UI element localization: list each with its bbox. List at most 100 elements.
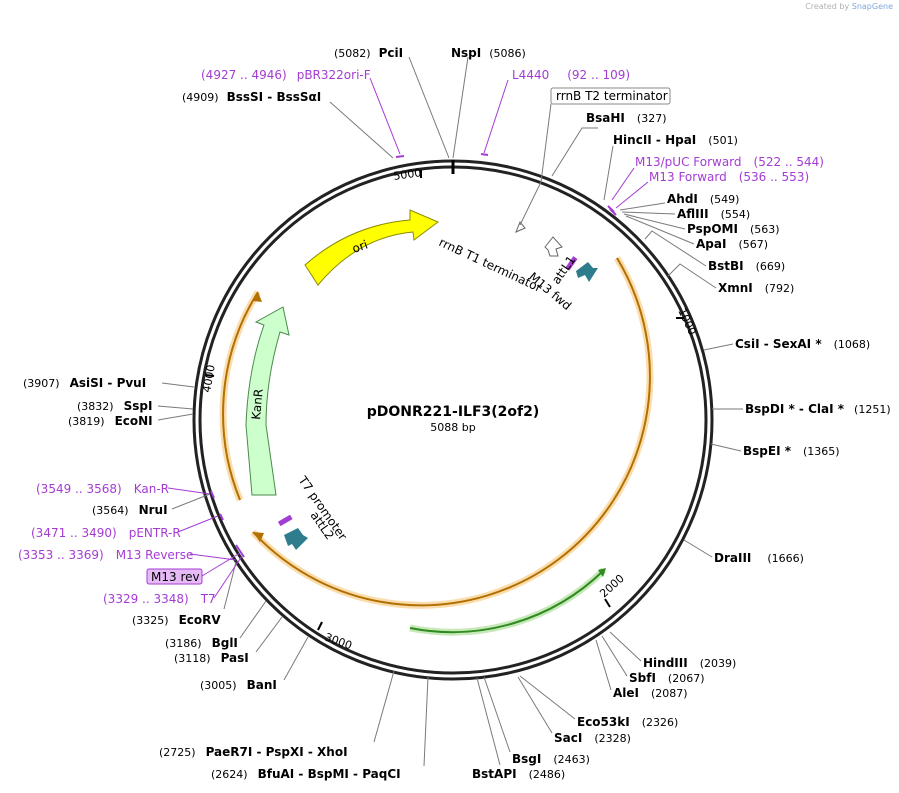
- l4440-primer-mark: [480, 153, 489, 156]
- t7-primer-mark: [239, 550, 245, 558]
- enzyme-bfuai: (2624)BfuAI - BspMI - PaqCI: [211, 767, 401, 781]
- rrnb-t1-label: rrnB T1 terminator: [437, 235, 544, 295]
- enzyme-pcii: (5082)PciI: [334, 46, 403, 60]
- enzyme-bsgi: BsgI(2463): [512, 752, 590, 766]
- ahdi-line: [619, 202, 666, 211]
- primer-kanr: (3549 .. 3568)Kan-R: [36, 482, 169, 496]
- enzyme-nspi: NspI(5086): [451, 46, 526, 60]
- m13forward-line: [615, 181, 649, 209]
- xmni-line: [667, 263, 717, 289]
- credit-prefix: Created by: [805, 2, 850, 11]
- enzyme-eco53ki: Eco53kI(2326): [577, 715, 678, 729]
- enzyme-hincii: HincII - HpaI(501): [613, 133, 738, 147]
- bstapi-line: [476, 677, 501, 766]
- m13-rev-box: [146, 568, 203, 585]
- enzyme-alei: AleI(2087): [613, 686, 688, 700]
- bfuai-line: [423, 676, 429, 767]
- primer-t7: (3329 .. 3348)T7: [103, 592, 216, 606]
- primer-m13puc: M13/pUC Forward(522 .. 544): [635, 155, 824, 169]
- hindiii-line: [609, 631, 642, 662]
- enzyme-asisi: (3907)AsiSI - PvuI: [23, 376, 146, 390]
- enzyme-sspi: (3832)SspI: [77, 399, 152, 413]
- rrnb-t2-label: rrnB T2 terminator: [556, 89, 668, 103]
- pcii-line: [408, 56, 450, 159]
- eco53ki-line: [519, 675, 576, 720]
- enzyme-draiii: DraIII(1666): [714, 551, 804, 565]
- bspei-line: [710, 443, 742, 452]
- enzyme-bsahi: BsaHI(327): [586, 111, 667, 125]
- primer-pbr322: (4927 .. 4946)pBR322ori-F: [201, 68, 371, 82]
- econi-line: [157, 413, 194, 421]
- bsahi-line: [551, 127, 598, 177]
- tick-1000: 1000: [675, 306, 699, 337]
- tick-4000: 4000: [200, 364, 218, 394]
- attl1-feature: [576, 262, 598, 282]
- enzyme-econi: (3819)EcoNI: [68, 414, 153, 428]
- insert-left-arrowhead: [253, 292, 262, 302]
- attl1-label: attL1: [549, 253, 578, 287]
- enzyme-bstapi: BstAPI(2486): [472, 767, 565, 781]
- ecorv-line: [223, 561, 237, 610]
- enzyme-paer7i: (2725)PaeR7I - PspXI - XhoI: [159, 745, 348, 759]
- t7-promoter-feature: [277, 514, 293, 527]
- enzyme-bssi: (4909)BssSI - BssSαI: [182, 90, 321, 104]
- bani-line: [283, 636, 309, 681]
- pentr-r-primer-mark: [219, 513, 224, 521]
- pasi-line: [255, 616, 283, 653]
- enzyme-xmni: XmnI(792): [718, 281, 794, 295]
- m13-rev-label: M13 rev: [151, 570, 200, 584]
- bssi-line: [329, 101, 394, 159]
- insert-arc-left: [222, 291, 259, 501]
- bsgi-line: [483, 676, 511, 753]
- tick-3000: 3000: [323, 631, 354, 653]
- ori-label: ori: [350, 238, 369, 256]
- insert-arc: [252, 257, 651, 607]
- enzyme-bspei: BspEI *(1365): [743, 444, 840, 458]
- pbr322-line: [369, 77, 401, 155]
- credit-brand: SnapGene: [851, 2, 893, 11]
- tick-2000-mark: [604, 598, 611, 608]
- primer-l4440: L4440(92 .. 109): [512, 68, 630, 82]
- enzyme-bspdi: BspDI * - ClaI *(1251): [745, 402, 891, 416]
- enzyme-bgli: (3186)BglI: [165, 636, 238, 650]
- sspi-line: [157, 405, 194, 410]
- kanr-label: KanR: [249, 388, 266, 420]
- draiii-line: [683, 539, 713, 558]
- m13reverse-primer-line: [189, 553, 237, 561]
- kan-r-primer-mark: [210, 490, 215, 499]
- sbfi-line: [601, 635, 628, 677]
- kanr-primer-line: [167, 487, 211, 495]
- plasmid-length: 5088 bp: [430, 421, 475, 434]
- pentr-primer-line: [177, 515, 219, 533]
- enzyme-aflii: AflIII(554): [677, 207, 750, 221]
- tick-3000-mark: [317, 621, 323, 631]
- enzyme-bstbi: BstBI(669): [708, 259, 785, 273]
- enzyme-ahdi: AhdI(549): [667, 192, 739, 206]
- paer7i-line: [373, 670, 395, 743]
- enzyme-hindiii: HindIII(2039): [643, 656, 736, 670]
- hincii-line: [603, 145, 614, 201]
- green-orf-arrowhead: [598, 568, 606, 577]
- attl2-feature: [284, 528, 308, 550]
- insert-arrowhead: [253, 532, 264, 542]
- enzyme-apai: ApaI(567): [696, 237, 768, 251]
- nspi-line: [452, 56, 469, 159]
- pbr322-primer-mark: [395, 155, 405, 158]
- green-orf-arrow: [409, 569, 605, 634]
- rrnb-t2-box: [550, 87, 671, 105]
- plasmid-name: pDONR221-ILF3(2of2): [367, 404, 540, 420]
- pspomi-line: [623, 213, 686, 230]
- enzyme-ecorv: (3325)EcoRV: [132, 613, 221, 627]
- asisi-line: [161, 382, 195, 388]
- rrnb-t1-feature: [544, 236, 563, 257]
- m13-fwd-feature: [565, 256, 578, 271]
- t7-primer-line: [213, 555, 243, 599]
- bgli-line: [239, 600, 267, 639]
- enzyme-pasi: (3118)PasI: [174, 651, 249, 665]
- primer-m13reverse: (3353 .. 3369)M13 Reverse: [18, 548, 193, 562]
- enzyme-csii: CsiI - SexAI *(1068): [735, 337, 870, 351]
- tick-4000-mark: [205, 374, 215, 377]
- kanr-feature: [245, 306, 290, 496]
- snapgene-credit: Created by SnapGene: [805, 2, 893, 11]
- enzyme-nrui: (3564)NruI: [92, 503, 168, 517]
